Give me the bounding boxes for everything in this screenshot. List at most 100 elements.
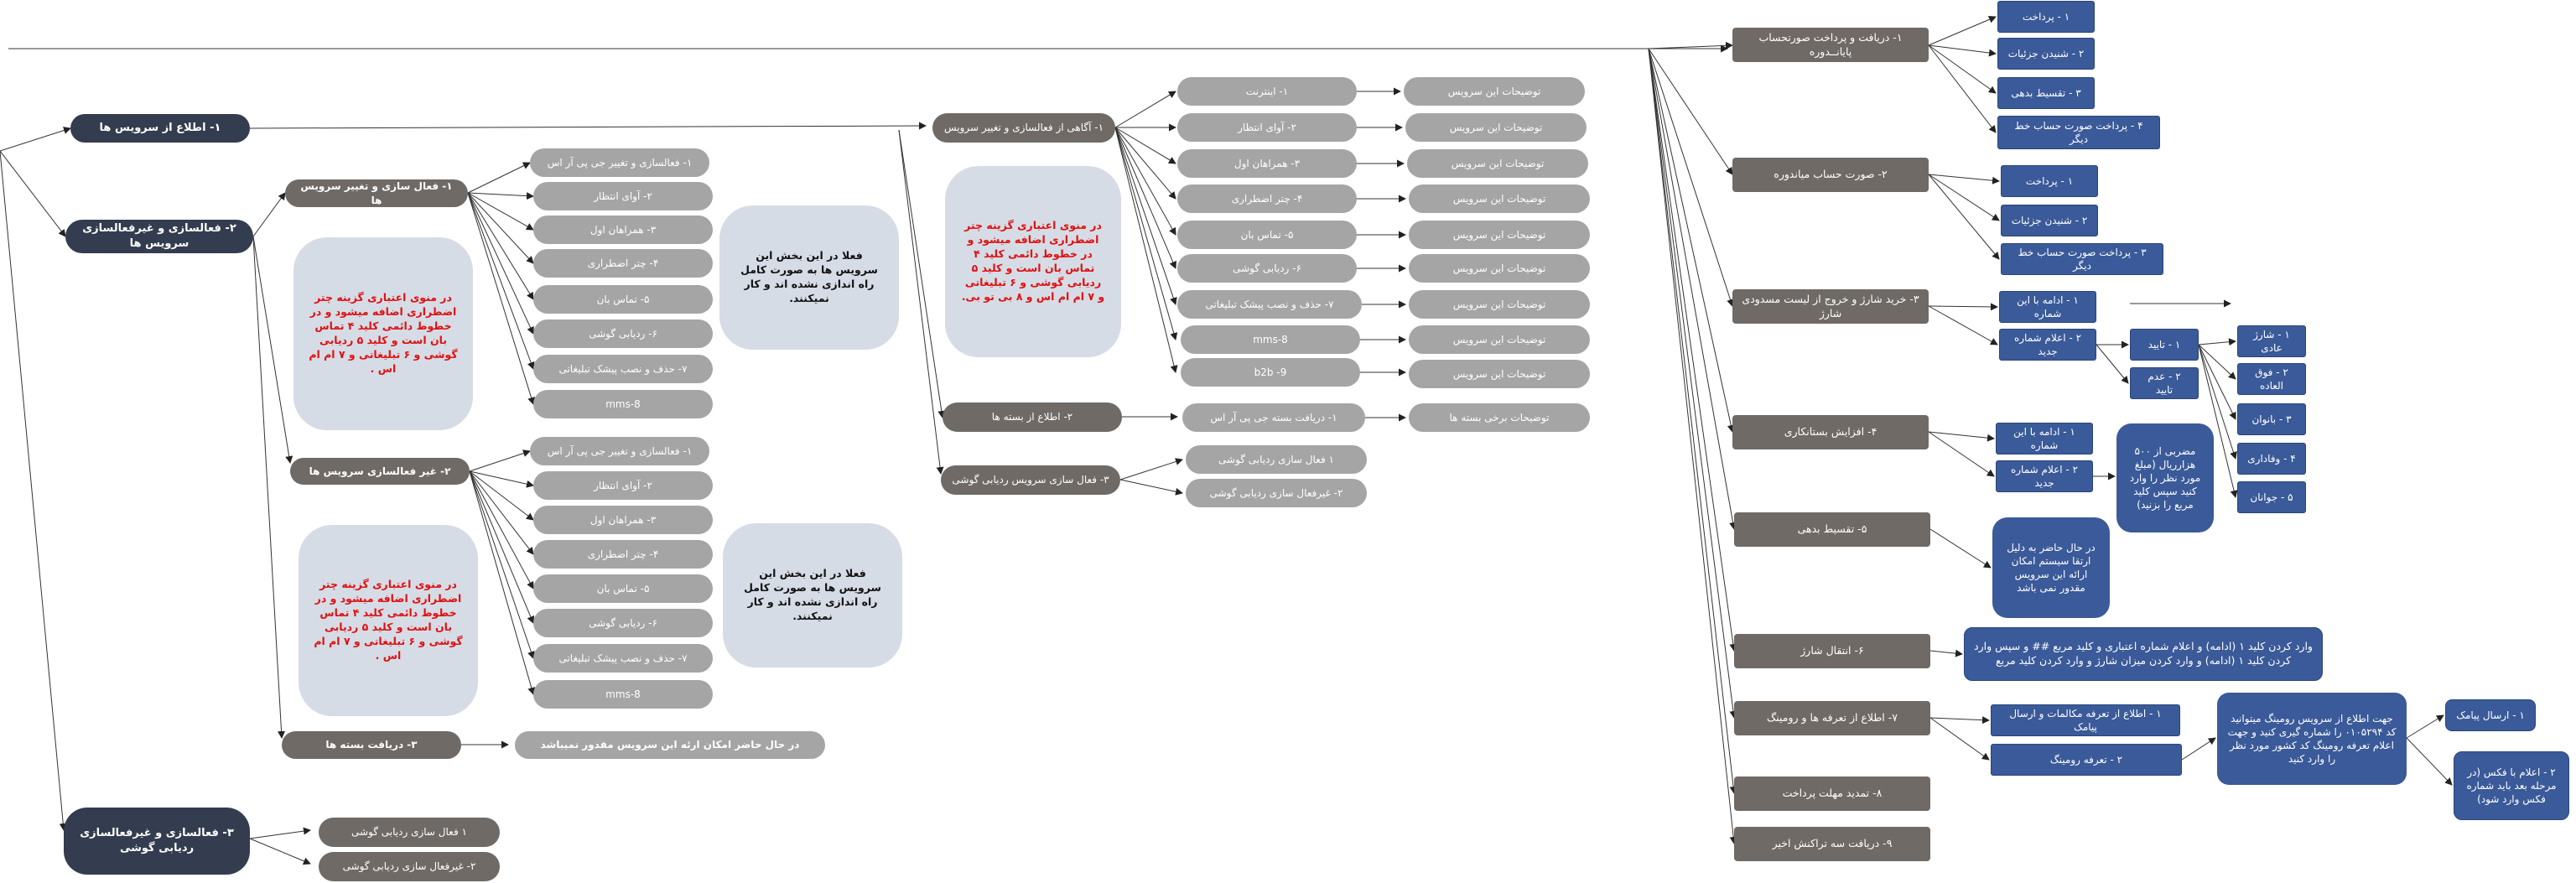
mid-list-item-3[interactable]: ۳- همراهان اول [1177,149,1357,178]
connector-arrow [249,122,927,130]
connector-arrow [2198,344,2236,420]
charge-loyalty[interactable]: ۴ - وفاداری [2237,443,2306,475]
list1-item-7[interactable]: ۷- حذف و نصب پیشک تبلیغاتی [533,355,713,383]
send-fax[interactable]: ۲ - اعلام با فکس (در مرحله بعد باید شمار… [2454,751,2569,820]
node-rbt-activation[interactable]: ۳- فعال سازی سرویس ردیابی گوشی [941,465,1120,495]
node-r2-midterm[interactable]: ۲- صورت حساب میاندوره [1732,158,1929,192]
r1-details[interactable]: ۲ - شنیدن جزئیات [1997,38,2095,70]
red-note-left-1: در منوی اعتباری گزینه چتر اضطراری اضافه … [293,237,473,430]
list1-item-4[interactable]: ۴- چتر اضطراری [533,249,713,278]
node-rbt-services[interactable]: ۳- فعالسازی و غیرفعالسازی ردیابی گوشی [64,808,250,875]
node-enable-change[interactable]: ۱- فعال سازی و تغییر سرویس ها [285,179,468,207]
r4-amount-note: مضربی از ۵۰۰ هزارریال (مبلغ مورد نظر را … [2116,423,2214,532]
r7-roaming-note: جهت اطلاع از سرویس رومینگ میتوانید کد ۰۱… [2217,693,2407,785]
charge-normal[interactable]: ۱ - شارژ عادی [2237,325,2306,357]
mid-list-item-8[interactable]: 8-mms [1181,325,1360,354]
connector-arrow [1119,458,1183,480]
list2-item-5[interactable]: ۵- تماس بان [533,574,713,603]
node-inform-services[interactable]: ۱- اطلاع از سرویس ها [70,114,250,143]
r3-no-confirm[interactable]: ۲ - عدم تایید [2130,367,2199,399]
r3-new-number[interactable]: ۲ - اعلام شماره جدید [1999,329,2096,361]
node-r9-transactions[interactable]: ۹- دریافت سه تراکنش اخیر [1734,827,1930,861]
list1-item-6[interactable]: ۶- ردیابی گوشی [533,319,713,348]
list1-item-3[interactable]: ۳- همراهان اول [533,216,713,244]
list2-item-7[interactable]: ۷- حذف و نصب پیشک تبلیغاتی [533,644,713,673]
desc-7: توضیحات این سرویس [1409,290,1590,319]
mid-list-item-7[interactable]: ۷- حذف و نصب پیشک تبلیغاتی [1177,290,1362,319]
node-package-info[interactable]: ۲- اطلاع از بسته ها [943,403,1122,432]
r1-pay[interactable]: ۱ - پرداخت [1997,1,2095,33]
list2-item-6[interactable]: ۶- ردیابی گوشی [533,609,713,637]
list2-item-4[interactable]: ۴- چتر اضطراری [533,540,713,569]
red-note-middle: در منوی اعتباری گزینه چتر اضطراری اضافه … [945,166,1121,357]
node-r8-extension[interactable]: ۸- تمدید مهلت پرداخت [1734,777,1930,811]
connector-arrow [1928,431,1995,442]
r2-pay[interactable]: ۱ - پرداخت [2001,165,2098,197]
charge-women[interactable]: ۳ - بانوان [2237,403,2306,435]
list1-item-2[interactable]: ۲- آوای انتظار [533,182,713,210]
connector-arrow [0,150,67,831]
node-activate-services[interactable]: ۲- فعالسازی و غیرفعالسازی سرویس ها [65,220,253,253]
charge-special[interactable]: ۲ - فوق العاده [2237,363,2306,395]
connector-arrow [1114,127,1177,305]
rbt-activate[interactable]: ۱ فعال سازی ردیابی گوشی [319,818,500,847]
connector-arrow [1648,48,1734,307]
list2-item-3[interactable]: ۳- همراهان اول [533,506,713,534]
r7-roaming[interactable]: ۲ - تعرفه رومینگ [1991,744,2182,776]
rbt-deactivate[interactable]: ۲- غیرفعال سازی ردیابی گوشی [319,852,500,881]
node-r4-credit[interactable]: ۴- افزایش بستانکاری [1732,415,1929,449]
r1-installment[interactable]: ۳ - تقسیط بدهی [1997,77,2095,109]
connector-arrow [1114,127,1178,373]
mid-list-item-1[interactable]: ۱- اینترنت [1177,77,1357,106]
mid-list-item-2[interactable]: ۲- آوای انتظار [1177,113,1357,142]
list2-item-1[interactable]: ۱- فعالسازی و تغییر جی پی آر اس [530,437,709,465]
node-r1-bill[interactable]: ۱- دریافت و پرداخت صورتحساب پایانــدوره [1732,28,1929,62]
r3-confirm[interactable]: ۱ - تایید [2130,329,2199,361]
list1-item-1[interactable]: ۱- فعالسازی و تغییر جی پی آر اس [530,148,709,177]
node-disable[interactable]: ۲- غیر فعالسازی سرویس ها [290,458,470,485]
connector-arrow [1929,717,1990,761]
connector-arrow [1114,127,1176,236]
mid-list-item-6[interactable]: ۶- ردیابی گوشی [1177,254,1357,283]
charge-youth[interactable]: ۵ - جوانان [2237,481,2306,513]
r4-new-number[interactable]: ۲ - اعلام شماره جدید [1996,460,2093,492]
list2-item-8[interactable]: 8-mms [533,680,713,709]
r3-this-number[interactable]: ۱ - ادامه با این شماره [1999,291,2096,323]
mid-list-item-4[interactable]: ۴- چتر اضطراری [1177,184,1357,213]
connector-arrow [1928,174,2000,184]
mid-list-item-5[interactable]: ۵- تماس بان [1177,221,1357,249]
node-r3-charge[interactable]: ۳- خرید شارژ و خروج از لیست مسدودی شارژ [1732,289,1929,324]
black-note-left-2: فعلا در این بخش این سرویس ها به صورت کام… [723,523,902,667]
r4-this-number[interactable]: ۱ - ادامه با این شماره [1996,423,2093,454]
node-r6-transfer[interactable]: ۶- انتقال شارژ [1734,634,1930,668]
r1-other-line[interactable]: ۴ - پرداخت صورت حساب خط دیگر [1997,116,2160,149]
connector-arrow [898,129,946,418]
desc-8: توضیحات این سرویس [1409,325,1590,354]
node-r5-installment[interactable]: ۵- تقسیط بدهی [1734,512,1930,547]
mid-rbt-off[interactable]: ۲- غیرفعال سازی ردیابی گوشی [1186,479,1367,507]
mid-list-item-9[interactable]: 9- b2b [1181,358,1360,387]
node-r7-tariffs[interactable]: ۷- اطلاع از تعرفه ها و رومینگ [1734,701,1930,735]
mid-rbt-on[interactable]: ۱ فعال سازی ردیابی گوشی [1186,445,1367,474]
connector-arrow [1648,48,1735,433]
connector-arrow [1929,528,1992,569]
connector-arrow [1928,44,1997,57]
list1-item-8[interactable]: 8-mms [533,390,713,418]
connector-arrow [0,127,71,152]
connector-arrow [1114,91,1176,128]
connector-arrow [1648,48,1737,794]
connector-arrow [1648,48,1733,175]
list2-item-2[interactable]: ۲- آوای انتظار [533,471,713,500]
r2-details[interactable]: ۲ - شنیدن جزئیات [2001,205,2098,236]
connector-arrow [1928,303,1998,311]
r7-call-tariffs[interactable]: ۱ - اطلاع از تعرفه مکالمات و ارسال پیامک [1991,704,2180,736]
connector-arrow [1928,44,1997,94]
send-sms[interactable]: ۱ - ارسال پیامک [2445,699,2536,731]
node-awareness[interactable]: ۱- آگاهی از فعالسازی و تغییر سرویس [932,113,1115,143]
connector-arrow [249,827,311,839]
desc-4: توضیحات این سرویس [1409,184,1590,213]
pkg-gprs[interactable]: ۱- دریافت بسته جی پی آر اس [1182,403,1365,432]
list1-item-5[interactable]: ۵- تماس بان [533,285,713,314]
r2-other-line[interactable]: ۳ - پرداخت صورت حساب خط دیگر [2001,243,2163,275]
node-receive-packages[interactable]: ۳- دریافت بسته ها [282,731,461,759]
